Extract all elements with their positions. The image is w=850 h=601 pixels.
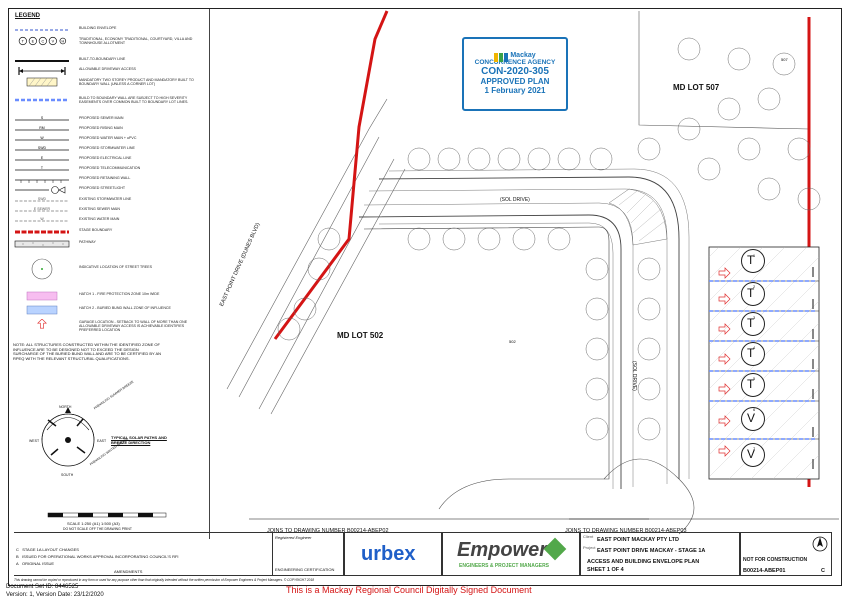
project-details: Client EAST POINT MACKAY PTY LTD Project… [580,532,740,576]
svg-text:E: E [41,156,44,160]
svg-text:E: E [32,39,35,43]
lot-6: V [741,407,765,431]
legend-item-street-trees: INDICATIVE LOCATION OF STREET TREES [13,257,209,281]
compass-east: EAST [97,439,107,443]
lot-7-number: 7 [753,446,756,451]
version-info: Version: 1, Version Date: 23/12/2020 [6,592,104,598]
legend-item-hatch-1: HATCH 1 - FIRE PROTECTION ZONE 10m WIDE [13,291,209,301]
svg-text:E SEWER: E SEWER [34,207,51,211]
svg-text:SWD: SWD [38,197,47,201]
svg-text:RM: RM [39,126,45,130]
legend-item-retaining-wall: PROPOSED RETAINING WALL [15,176,131,183]
stamp-line-3: APPROVED PLAN [480,77,550,86]
lot-1: T [741,249,765,273]
svg-text:T: T [41,166,44,170]
road-label-top: (SOL DRIVE) [500,197,530,203]
lot-4-number: 4 [753,345,756,350]
stamp-line-1: CONCURRENCE AGENCY [474,59,556,66]
road-label-right: (SOL DRIVE) [631,361,637,391]
legend-title: LEGEND [15,13,41,19]
legend-item-streetlight: PROPOSED STREETLIGHT [13,185,209,195]
lot-1-number: 1 [753,253,756,258]
stamp-line-2: CON-2020-305 [481,66,549,77]
title-block: C STAGE 1A LAYOUT CHANGES B ISSUED FOR O… [14,532,832,587]
lot-5-number: 5 [753,376,756,381]
lot-502-label: MD LOT 502 [337,331,384,340]
svg-text:W: W [40,217,44,221]
legend-item-hatch-2: HATCH 2 - BURIED BUND WALL ZONE OF INFLU… [13,305,209,315]
svg-text:507: 507 [781,57,788,62]
svg-text:C: C [41,39,44,43]
svg-text:SWD: SWD [38,146,47,150]
site-plan: 507 502 [226,10,839,535]
lot-5: T [741,373,765,397]
legend-item-building-envelope: BUILDING ENVELOPE [15,26,117,31]
lot-6-number: 6 [753,407,756,412]
solar-caption: TYPICAL SOLAR PATHS AND BREEZE DIRECTION [111,435,167,445]
copyright-note: This drawing cannot be copied or reprodu… [14,578,315,582]
compass-north: NORTH [59,405,72,409]
rev-c: C STAGE 1A LAYOUT CHANGES [16,547,79,552]
scale-label: SCALE 1:250 (A1) 1:500 (A3) [67,521,120,526]
svg-text:S: S [41,116,44,120]
revision-letter: C [821,568,825,574]
mackay-logo: Mackay [464,44,566,62]
scale-bar [47,512,167,518]
legend-item-stage-boundary: STAGE BOUNDARY [15,228,113,234]
drawing-number: B00214-ABEP01 [743,568,786,574]
empower-mark-icon [543,537,567,561]
north-arrow-icon [812,536,828,552]
lot-3: T [741,312,765,336]
joins-left: JOINS TO DRAWING NUMBER B00214-ABEP02 [267,528,389,534]
rev-a: A ORIGINAL ISSUE [16,561,55,566]
legend-item-driveway: ALLOWABLE DRIVEWAY ACCESS [13,66,209,76]
solar-path-diagram [41,407,95,467]
legend-item-garage: GARAGE LOCATION - SETBACK TO WALL OF MOR… [13,319,209,335]
lot-2-number: 2 [753,284,756,289]
lot-3-number: 3 [753,315,756,320]
engineer-cert: Registered Engineer ENGINEERING CERTIFIC… [272,532,344,576]
legend-item-easement: BUILD TO BOUNDARY WALL ARE SUBJECT TO HI… [15,96,189,104]
lot-507-label: MD LOT 507 [673,83,720,92]
legend-item-two-storey: MANDATORY TWO STOREY PRODUCT AND MANDATO… [13,77,209,93]
lot-2: T [741,282,765,306]
svg-text:V: V [52,39,55,43]
svg-text:W: W [40,136,44,140]
urbex-logo: urbex [344,532,442,576]
signed-document-notice: This is a Mackay Regional Council Digita… [286,585,532,595]
scale-note: DO NOT SCALE OFF THE DRAWING PRINT [63,527,132,531]
legend-item-btb-line: BUILT-TO-BOUNDARY LINE [15,57,126,62]
approval-stamp: Mackay CONCURRENCE AGENCY CON-2020-305 A… [462,37,568,111]
compass-south: SOUTH [61,473,74,477]
doc-set-id: Document Set ID: 8446525 [6,584,79,590]
compass-west: WEST [29,439,40,443]
empower-logo: Empower ENGINEERS & PROJECT MANAGERS [442,532,580,576]
amendments-label: AMENDMENTS [114,569,143,574]
legend-note: NOTE: ALL STRUCTURES CONSTRUCTED WITHIN … [13,342,162,361]
svg-text:T: T [22,39,25,43]
status-badge: NOT FOR CONSTRUCTION [743,557,808,563]
lot-4: T [741,342,765,366]
lot-7: V [741,443,765,467]
svg-text:502: 502 [509,339,516,344]
joins-right: JOINS TO DRAWING NUMBER B00214-ABEP03 [565,528,687,534]
stamp-line-4: 1 February 2021 [484,86,546,95]
rev-b: B ISSUED FOR OPERATIONAL WORKS APPROVAL … [16,554,179,559]
drawing-number-block: NOT FOR CONSTRUCTION B00214-ABEP01 C [740,532,832,576]
legend-item-pathway: PATHWAY [13,239,209,249]
svg-text:H: H [61,39,64,43]
